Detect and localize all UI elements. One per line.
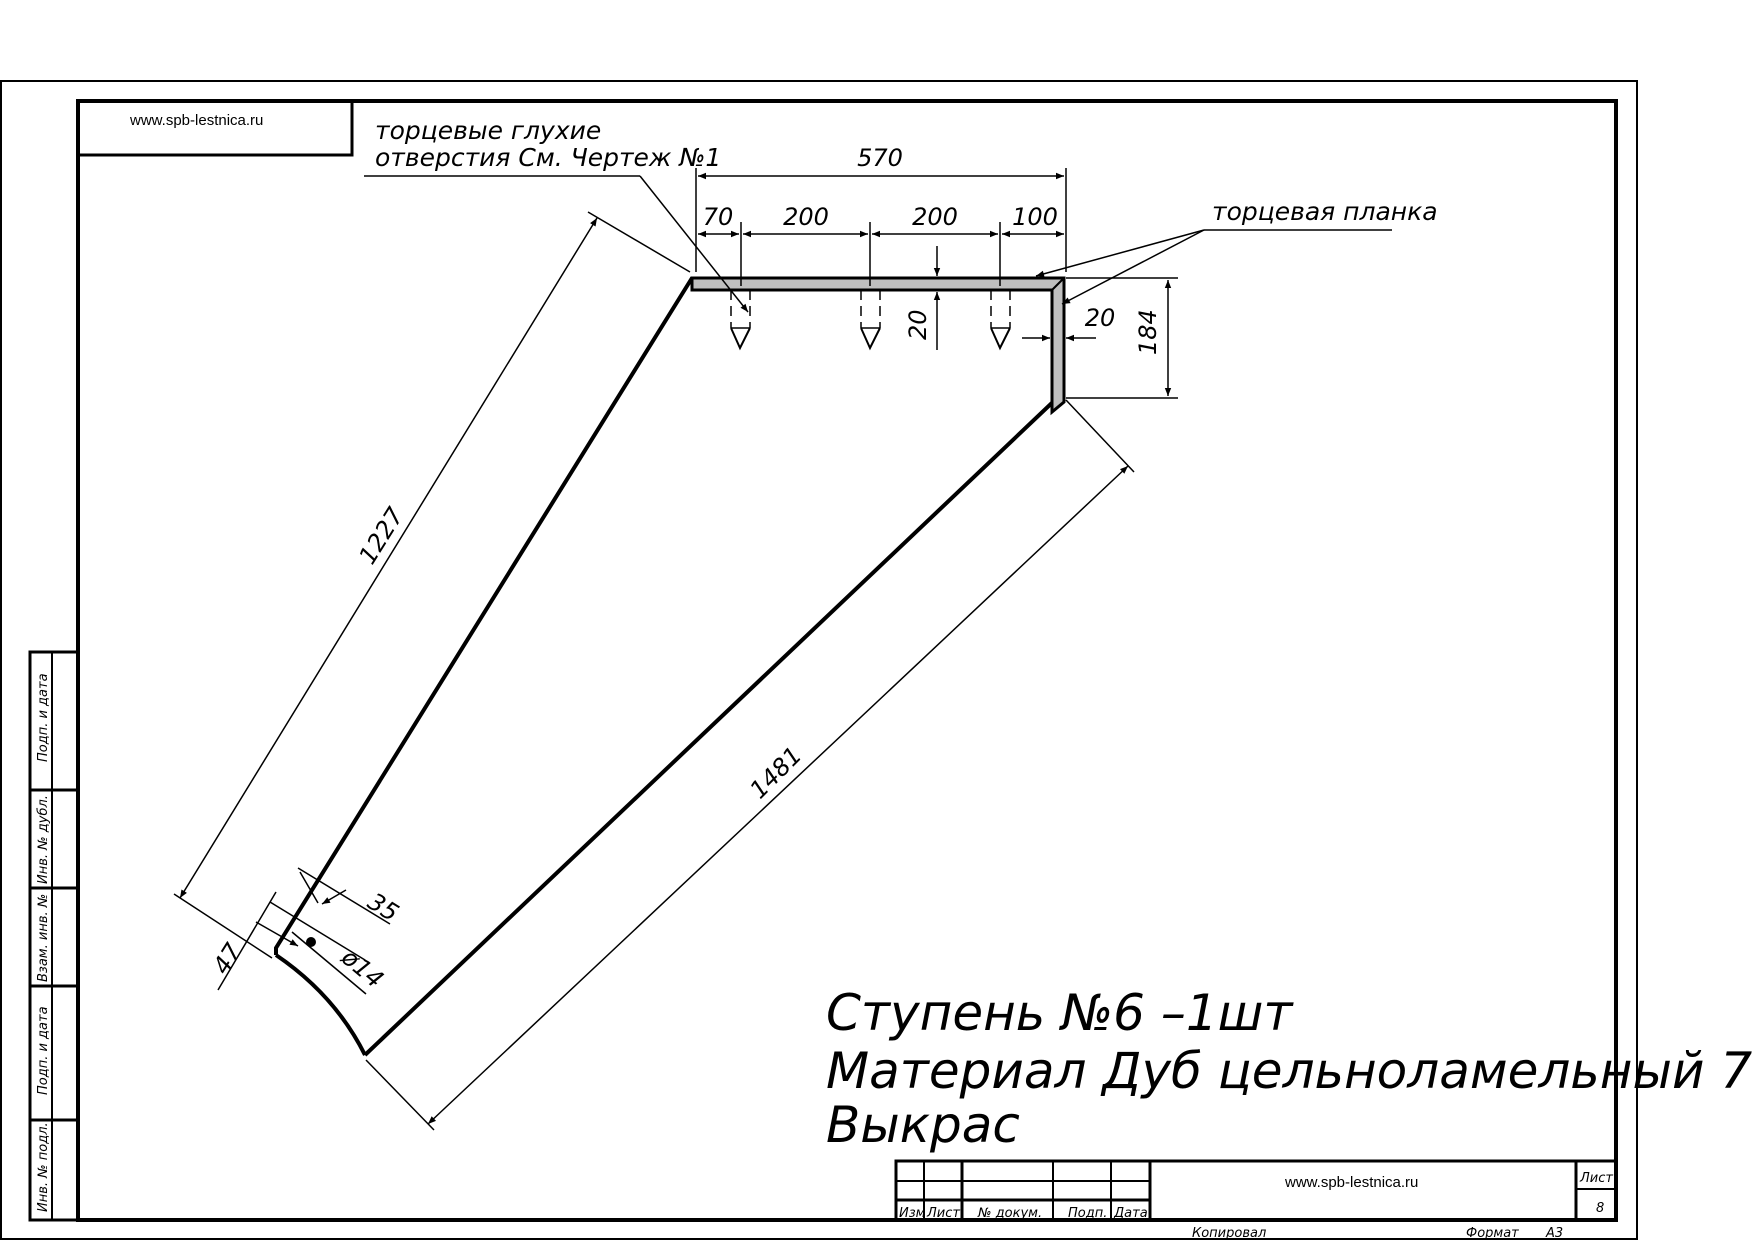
callout-holes: торцевые глухие отверстия См. Чертеж №1	[364, 116, 749, 313]
stamp-format-value: А3	[1545, 1226, 1563, 1240]
dim-seg-70: 70	[703, 203, 734, 231]
dim-plank-thickness: 20	[1085, 304, 1116, 332]
dim-offset-35: 35	[363, 887, 404, 927]
site-url-stamp: www.spb-lestnica.ru	[1284, 1174, 1418, 1191]
stamp-izm: Изм	[899, 1206, 926, 1221]
stamp-podp: Подп.	[1068, 1206, 1107, 1221]
title-line2: Материал Дуб цельноламельный 70мм	[826, 1042, 1754, 1100]
stamp-sheet-label: Лист	[1579, 1171, 1613, 1186]
dim-long-bottom: 1481	[744, 741, 807, 804]
callout-plank-text: торцевая планка	[1212, 197, 1438, 226]
dim-hole-diameter: ø14	[335, 943, 388, 994]
dim-height-right: 184	[1134, 309, 1162, 355]
site-url-top: www.spb-lestnica.ru	[129, 112, 263, 129]
title-block-text: Ступень №6 –1шт Материал Дуб цельноламел…	[826, 984, 1754, 1154]
dim-hole-depth: 20	[904, 309, 932, 340]
hole-2	[860, 290, 881, 351]
title-line3: Выкрас	[826, 1096, 1020, 1154]
stamp-doc: № докум.	[977, 1206, 1042, 1221]
stamp-sheet-no: 8	[1596, 1201, 1604, 1216]
side-label-podp-data-2: Подп. и дата	[36, 1006, 51, 1095]
end-plank	[690, 276, 1066, 416]
hole-3	[990, 290, 1011, 351]
top-dimensions: 570 70 200 200 100	[695, 144, 1067, 286]
long-left-dimension: 1227	[173, 211, 691, 959]
plank-thickness-dimension: 20	[1022, 304, 1116, 342]
dim-total-width: 570	[857, 144, 903, 172]
bottom-left-hole-dims: 35 47 ø14	[207, 867, 404, 995]
stamp-list: Лист	[926, 1206, 960, 1221]
dim-offset-47: 47	[207, 938, 247, 979]
hole-1	[730, 290, 751, 351]
callout-plank: торцевая планка	[1035, 197, 1438, 305]
dim-seg-200b: 200	[912, 203, 958, 231]
side-label-podp-data-1: Подп. и дата	[36, 673, 51, 762]
side-label-inv-podl: Инв. № подл.	[36, 1122, 51, 1212]
callout-holes-line1: торцевые глухие	[375, 116, 601, 145]
side-stamp: Подп. и дата Инв. № дубл. Взам. инв. № П…	[28, 650, 80, 1222]
side-label-inv-dubl: Инв. № дубл.	[36, 795, 51, 884]
side-label-vzam-inv: Взам. инв. №	[36, 894, 51, 982]
blind-holes	[730, 290, 1011, 351]
hole-14	[306, 937, 316, 947]
site-box-top: www.spb-lestnica.ru	[78, 101, 354, 157]
stamp-format-label: Формат	[1466, 1226, 1519, 1240]
title-stamp: Изм Лист № докум. Подп. Дата www.spb-les…	[894, 1159, 1618, 1240]
dim-seg-200a: 200	[783, 203, 829, 231]
title-line1: Ступень №6 –1шт	[826, 984, 1294, 1042]
stamp-copied: Копировал	[1192, 1226, 1266, 1240]
hole-depth-dimension: 20	[904, 246, 941, 350]
stamp-data: Дата	[1113, 1206, 1148, 1221]
dim-long-left: 1227	[353, 502, 409, 569]
callout-holes-line2: отверстия См. Чертеж №1	[375, 143, 721, 172]
step-outline	[274, 276, 1066, 1057]
dim-seg-100: 100	[1012, 203, 1058, 231]
height-dimension: 184	[1066, 277, 1178, 399]
